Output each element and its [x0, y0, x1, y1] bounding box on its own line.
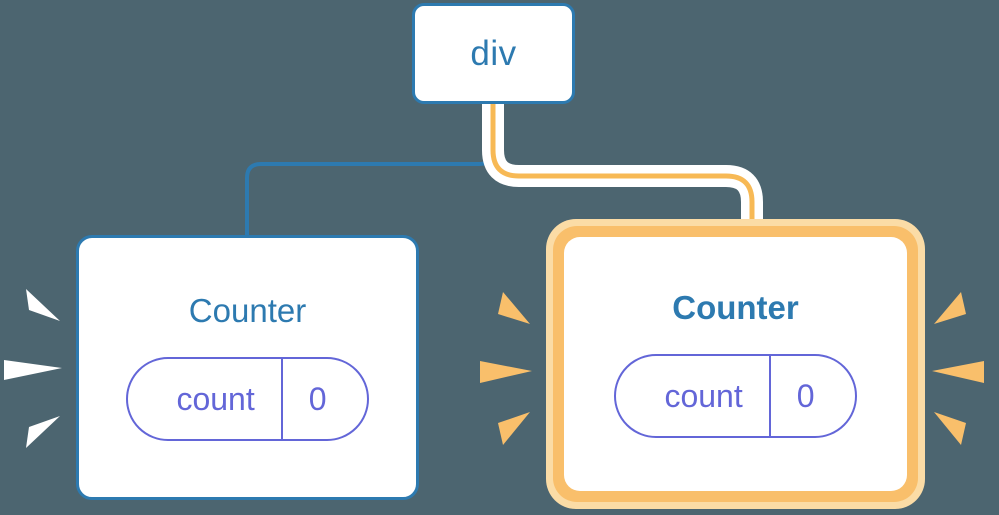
counter-left-title: Counter: [188, 292, 307, 329]
node-div[interactable]: div: [412, 3, 575, 104]
counter-right-highlight-ring: Counter count 0: [553, 226, 918, 502]
sparkle-ray-icon: [480, 361, 532, 383]
counter-left-state-value: 0: [308, 381, 327, 417]
sparkle-ray-icon: [934, 412, 966, 445]
counter-right-inner: Counter count 0: [564, 237, 907, 491]
counter-left-body: Counter count 0: [79, 238, 416, 497]
sparkle-ray-icon: [498, 412, 530, 445]
sparkle-ray-icon: [26, 416, 60, 448]
counter-right-state-value: 0: [796, 377, 815, 414]
sparkle-ray-icon: [4, 360, 62, 380]
counter-right-state-key: count: [616, 355, 771, 436]
node-div-label: div: [470, 34, 517, 73]
sparkle-ray-icon: [934, 292, 966, 324]
sparkle-burst-middle-orange: [470, 281, 532, 456]
sparkle-burst-right-orange: [932, 281, 994, 456]
sparkle-ray-icon: [498, 292, 530, 324]
node-counter-right[interactable]: Counter count 0: [546, 219, 925, 509]
counter-right-state-pill: count 0: [614, 353, 857, 438]
counter-left-state-pill: count 0: [126, 357, 369, 441]
edge-div-to-counter-right: [490, 104, 755, 250]
node-counter-left[interactable]: Counter count 0: [76, 235, 419, 500]
sparkle-burst-left-white: [4, 281, 66, 456]
counter-right-body: Counter count 0: [564, 237, 907, 491]
counter-left-state-key: count: [128, 359, 283, 439]
edge-div-to-counter-left: [245, 102, 495, 239]
sparkle-ray-icon: [932, 361, 984, 383]
counter-right-title: Counter: [672, 288, 799, 326]
sparkle-ray-icon: [26, 289, 60, 321]
